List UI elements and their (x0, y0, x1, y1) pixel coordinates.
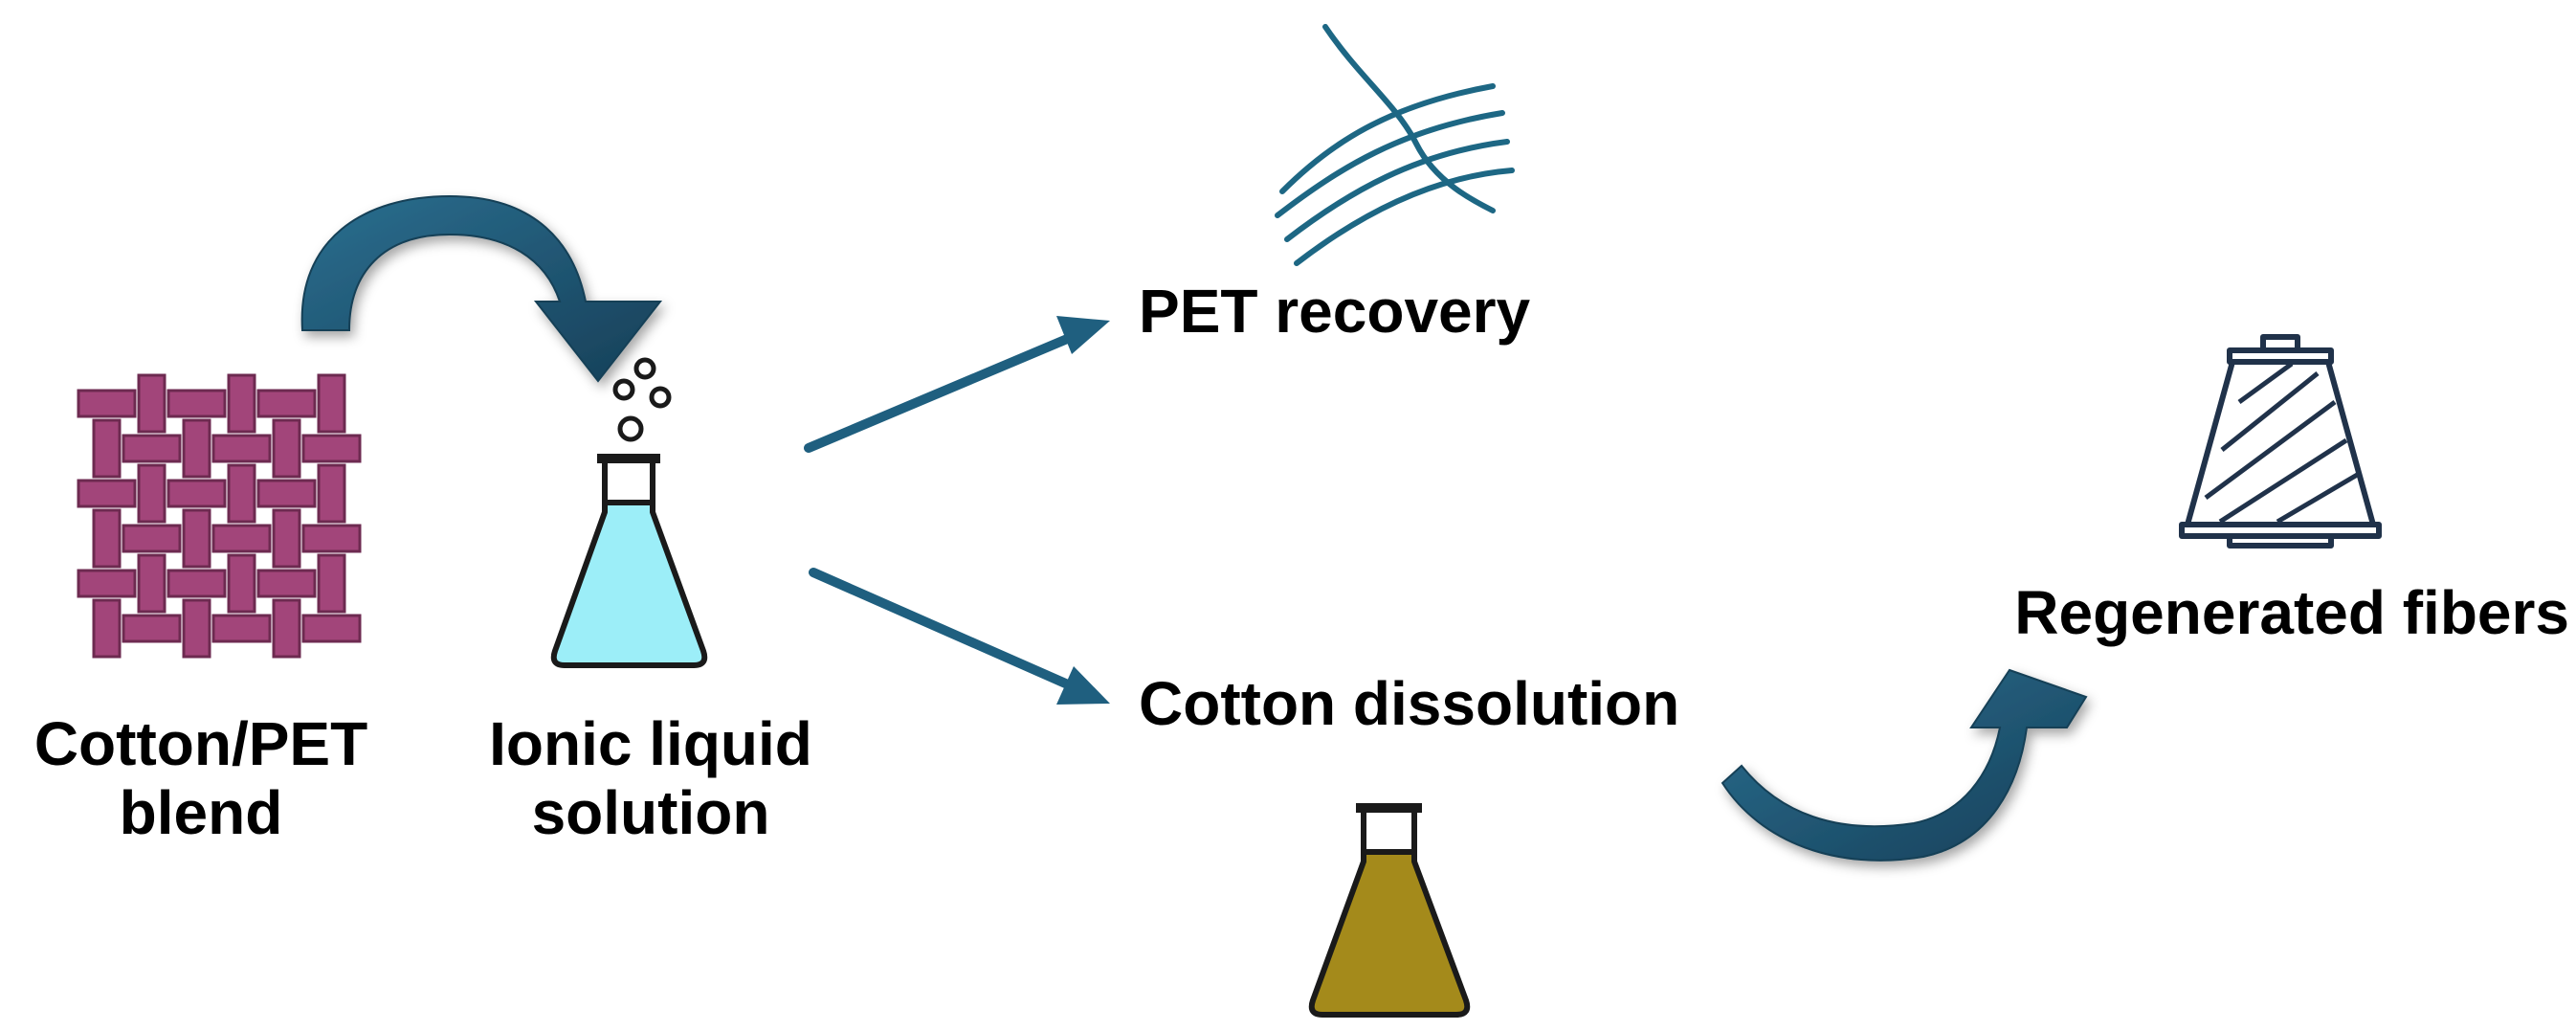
pet-recovery-label: PET recovery (1139, 277, 1531, 346)
weave-strand (137, 373, 167, 434)
weave-strand (122, 434, 182, 463)
fibers-icon (1275, 24, 1515, 266)
weave-strand (227, 553, 256, 614)
arrow-to-cotton-dissolution (809, 568, 1110, 705)
weave-strand (182, 598, 211, 659)
weave-strand (137, 463, 167, 524)
weave-strand (211, 614, 272, 643)
label-line: blend (119, 777, 283, 847)
weave-strand (77, 569, 137, 598)
weave-strand (301, 524, 362, 553)
weave-strand (167, 569, 227, 598)
weave-strand (182, 418, 211, 479)
weave-strand (122, 524, 182, 553)
woven-fabric-icon (77, 373, 362, 659)
regenerated-fibers-label: Regenerated fibers (2014, 578, 2569, 647)
weave-strand (301, 614, 362, 643)
arrow-to-pet-recovery (804, 316, 1110, 453)
weave-strand (77, 479, 137, 508)
weave-strand (256, 479, 317, 508)
label-line: Cotton/PET (33, 709, 368, 778)
weave-strand (92, 598, 122, 659)
bubbles-icon (612, 357, 672, 442)
curved-arrow-icon (300, 194, 663, 383)
weave-strand (227, 463, 256, 524)
weave-strand (137, 553, 167, 614)
weave-strand (211, 524, 272, 553)
weave-strand (256, 569, 317, 598)
weave-strand (92, 418, 122, 479)
label-line: solution (531, 777, 770, 847)
cotton-pet-blend-label: Cotton/PET blend (0, 709, 402, 847)
weave-strand (272, 418, 301, 479)
weave-strand (211, 434, 272, 463)
weave-strand (301, 434, 362, 463)
curved-arrow-icon (1721, 668, 2088, 862)
conical-flask-icon (550, 454, 708, 668)
weave-strand (256, 389, 317, 418)
weave-strand (317, 373, 346, 434)
weave-strand (317, 463, 346, 524)
weave-strand (167, 479, 227, 508)
weave-strand (227, 373, 256, 434)
yarn-spool-icon (2179, 334, 2382, 549)
cotton-dissolution-label: Cotton dissolution (1139, 669, 1680, 738)
weave-strand (167, 389, 227, 418)
weave-strand (92, 508, 122, 569)
weave-strand (272, 598, 301, 659)
weave-strand (182, 508, 211, 569)
weave-strand (122, 614, 182, 643)
conical-flask-icon (1308, 803, 1471, 1018)
ionic-liquid-solution-label: Ionic liquid solution (450, 709, 852, 847)
weave-strand (272, 508, 301, 569)
weave-strand (77, 389, 137, 418)
weave-strand (317, 553, 346, 614)
label-line: Ionic liquid (489, 709, 812, 778)
